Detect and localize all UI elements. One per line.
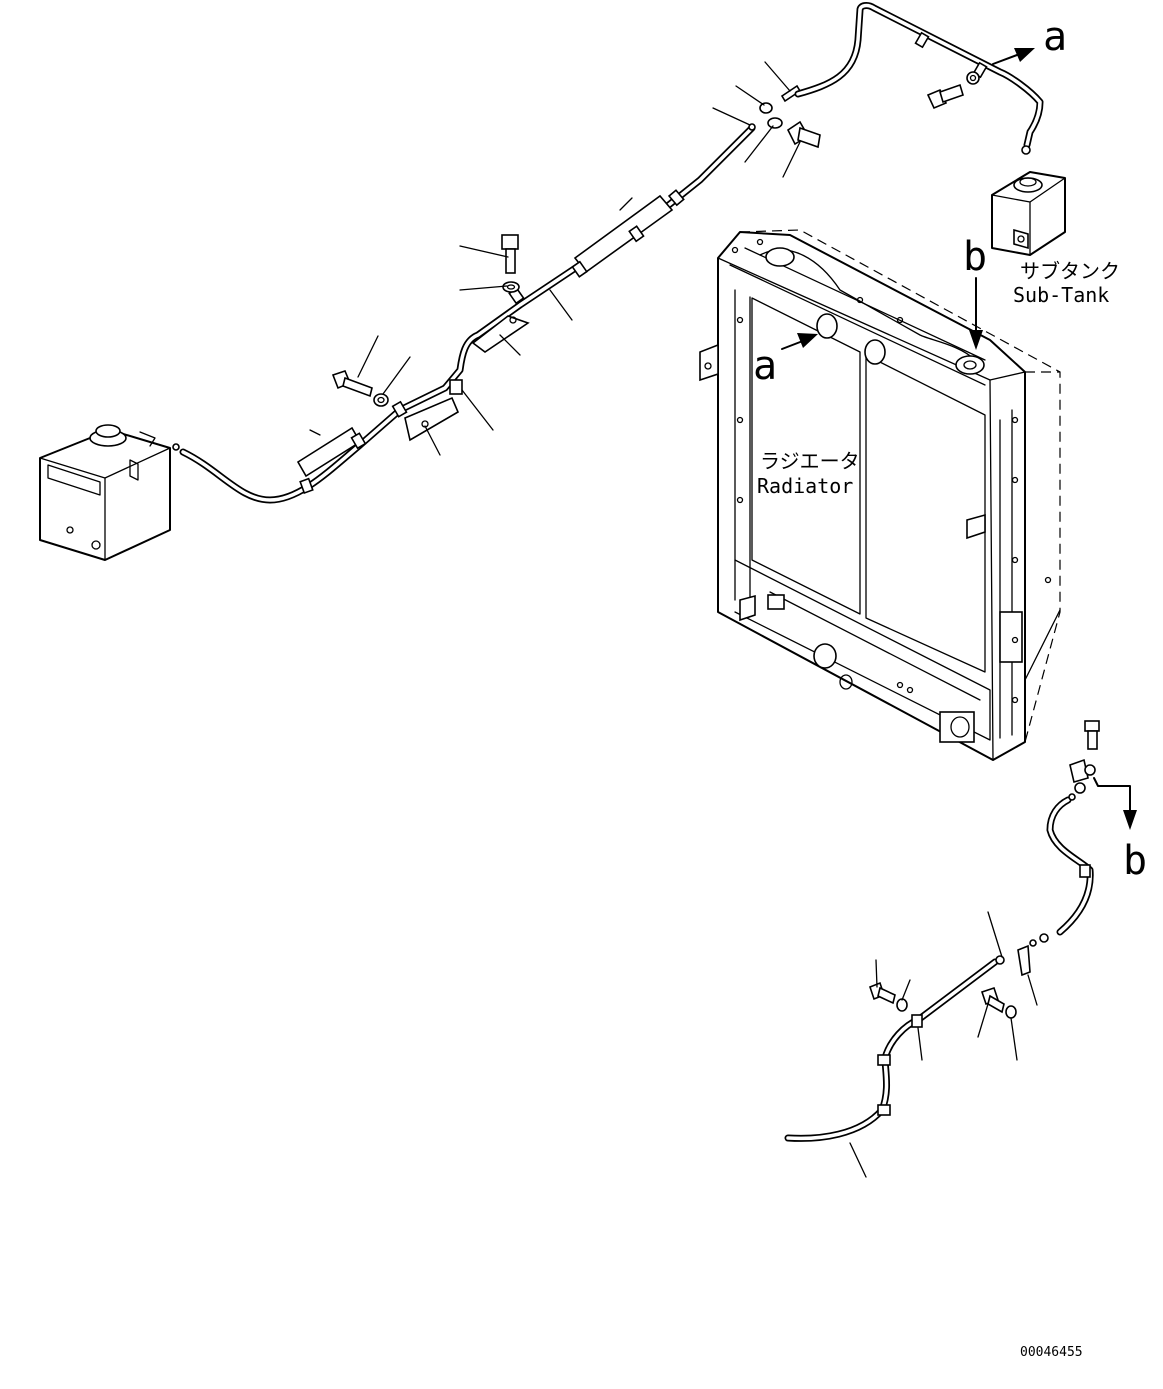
leader-lines-upper bbox=[309, 61, 801, 456]
upper-hose bbox=[172, 124, 756, 504]
reservoir-tank bbox=[39, 424, 171, 561]
callout-b-radiator: b bbox=[963, 234, 987, 280]
callout-b-lower: b bbox=[1123, 838, 1147, 884]
lower-hose bbox=[784, 796, 1094, 1142]
leader-lines-lower bbox=[849, 911, 1038, 1178]
callout-a-arrow-radiator: a bbox=[753, 333, 818, 389]
upper-fasteners bbox=[331, 84, 821, 407]
radiator: ラジエータ Radiator bbox=[699, 229, 1061, 761]
callout-a-radiator: a bbox=[753, 343, 777, 389]
hose-clamps bbox=[299, 189, 685, 495]
subtank-label-en: Sub-Tank bbox=[1013, 283, 1109, 307]
callout-a-top: a bbox=[1043, 14, 1067, 60]
lower-fasteners bbox=[869, 720, 1100, 1019]
radiator-label-en: Radiator bbox=[757, 474, 853, 498]
subtank-label-jp: サブタンク bbox=[1020, 259, 1120, 283]
radiator-label-jp: ラジエータ bbox=[760, 449, 860, 473]
sub-tank: サブタンク Sub-Tank bbox=[991, 171, 1120, 307]
callout-a-arrow-top: a bbox=[992, 14, 1067, 65]
callout-b-arrow-radiator: b bbox=[963, 234, 987, 350]
callout-b-arrow-lower: b bbox=[1093, 777, 1147, 884]
subtank-overflow-line bbox=[794, 2, 1044, 155]
hose-sleeves bbox=[296, 194, 674, 478]
drawing-number: 00046455 bbox=[1020, 1345, 1083, 1360]
